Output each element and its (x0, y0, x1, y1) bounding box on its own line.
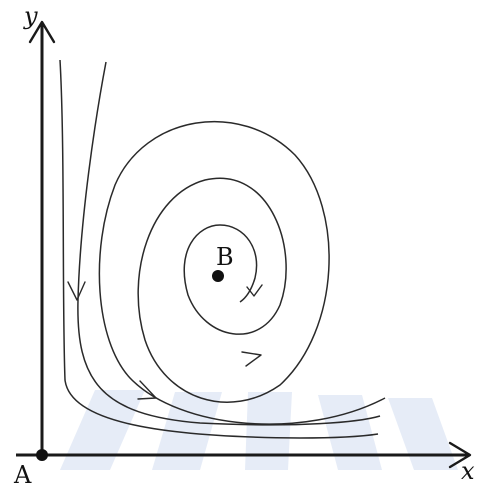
flow-arrows (67, 281, 263, 400)
point-a-label: A (13, 461, 32, 489)
arrow-spiral-outer (137, 380, 157, 400)
x-axis-arrowhead (448, 441, 472, 469)
outer-trajectory-left (59, 59, 379, 439)
arrow-spiral-inner (246, 284, 263, 297)
point-a (36, 449, 48, 461)
y-axis-arrowhead (28, 20, 56, 44)
arrow-left-down (67, 281, 86, 301)
point-b-label: B (216, 243, 234, 271)
watermark (60, 390, 458, 470)
y-axis-label: y (23, 2, 38, 30)
x-axis-label: x (461, 457, 475, 485)
arrow-spiral-mid (241, 351, 262, 367)
point-b (212, 270, 224, 282)
axes (16, 20, 472, 469)
spiral-trajectory (98, 121, 386, 425)
outer-trajectory-right (77, 61, 381, 426)
